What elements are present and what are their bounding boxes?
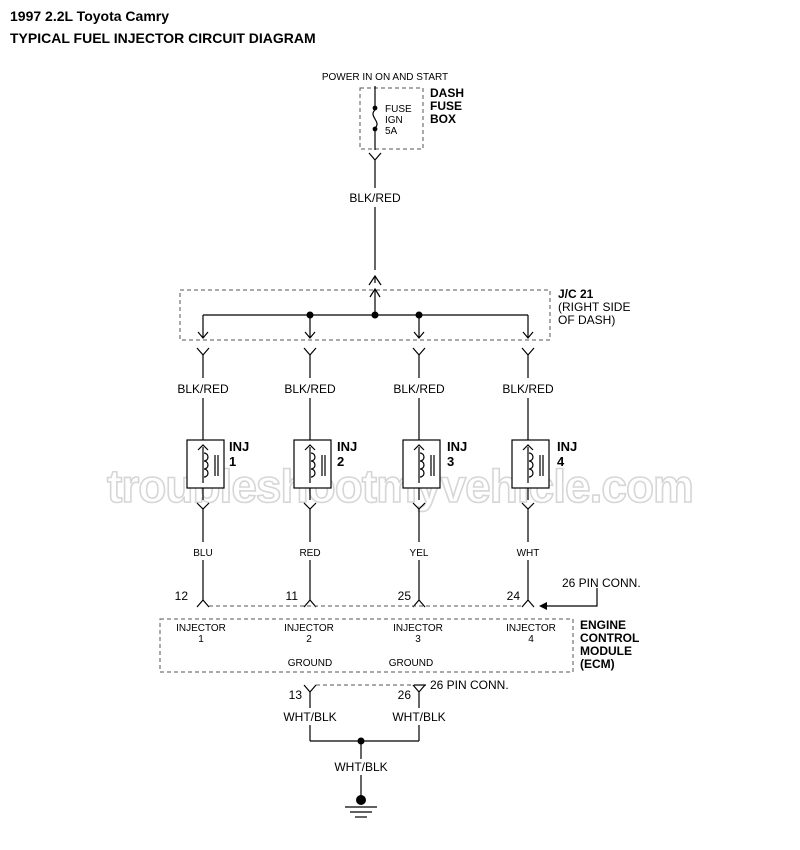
injector-4-circuit [511,347,550,608]
injector-2-supply-wire: BLK/RED [284,382,336,396]
ecm-ground-label-2: GROUND [389,658,433,669]
ground-wire-2: WHT/BLK [392,710,445,724]
ecm-injector-3-label: INJECTOR [393,623,443,634]
ecm-injector-4-label: INJECTOR [506,623,556,634]
ground-connector-label: 26 PIN CONN. [430,678,509,692]
injector-3-supply-wire: BLK/RED [393,382,445,396]
injector-4-label: INJ [557,439,577,454]
ecm-injector-3-number: 3 [415,634,421,645]
injector-1-label: INJ [229,439,249,454]
feed-wire-color: BLK/RED [349,191,401,205]
ecm-injector-1-label: INJECTOR [176,623,226,634]
ecm-label-line1: ENGINE [580,618,626,632]
fuse-box-label-line1: DASH [430,86,464,100]
dash-fuse-box: FUSE IGN 5A [359,86,424,150]
ground-connector [303,684,426,797]
ground-pin-13: 13 [289,688,303,702]
ecm-injector-4-number: 4 [528,634,534,645]
ecm-injector-2-number: 2 [306,634,312,645]
fuse-box-label-line2: FUSE [430,99,462,113]
injector-4-signal-wire: WHT [517,548,540,559]
injector-2-pin: 11 [286,589,299,603]
injector-3-signal-wire: YEL [410,548,429,559]
ecm-ground-label-1: GROUND [288,658,332,669]
junction-label-line3: OF DASH) [558,313,615,327]
coil-icon [310,452,316,478]
injector-2-number: 2 [337,454,344,469]
injector-1-pin: 12 [175,589,189,603]
injector-4-supply-wire: BLK/RED [502,382,554,396]
coil-icon [528,452,534,478]
ecm-top-connector [209,588,598,610]
ecm-connector-top-label: 26 PIN CONN. [562,576,641,590]
injector-1-circuit [186,347,225,608]
injector-1-supply-wire: BLK/RED [177,382,229,396]
ecm-box [159,618,574,673]
injector-3-label: INJ [447,439,467,454]
ground-icon [345,795,377,818]
feed-wire [368,152,382,286]
junction-label-line1: J/C 21 [558,287,594,301]
ecm-label-line3: MODULE [580,644,632,658]
junction-block [179,287,551,341]
diagram-title: 1997 2.2L Toyota Camry [10,8,169,24]
ground-common-wire: WHT/BLK [334,760,387,774]
injector-2-label: INJ [337,439,357,454]
fuse-label-line3: 5A [385,126,398,137]
ecm-label-line4: (ECM) [580,657,615,671]
injector-2-signal-wire: RED [299,548,320,559]
fuse-box-label-line3: BOX [430,112,456,126]
ground-wire-1: WHT/BLK [283,710,336,724]
injector-1-number: 1 [229,454,236,469]
ecm-injector-2-label: INJECTOR [284,623,334,634]
injector-3-circuit [402,347,441,608]
injector-4-pin: 24 [507,589,521,603]
arrow-icon [539,602,547,610]
injector-3-number: 3 [447,454,454,469]
fuse-label-line1: FUSE [385,104,412,115]
fuse-label-line2: IGN [385,115,403,126]
injector-3-pin: 25 [398,589,412,603]
power-label: POWER IN ON AND START [322,72,448,83]
ground-pin-26: 26 [398,688,412,702]
injector-2-circuit [293,347,332,608]
injector-1-signal-wire: BLU [193,548,212,559]
ecm-label-line2: CONTROL [580,631,639,645]
ecm-injector-1-number: 1 [198,634,204,645]
injector-4-number: 4 [557,454,565,469]
diagram-subtitle: TYPICAL FUEL INJECTOR CIRCUIT DIAGRAM [10,30,316,46]
junction-node [371,311,379,319]
coil-icon [419,452,425,478]
coil-icon [203,452,209,478]
junction-label-line2: (RIGHT SIDE [558,300,630,314]
